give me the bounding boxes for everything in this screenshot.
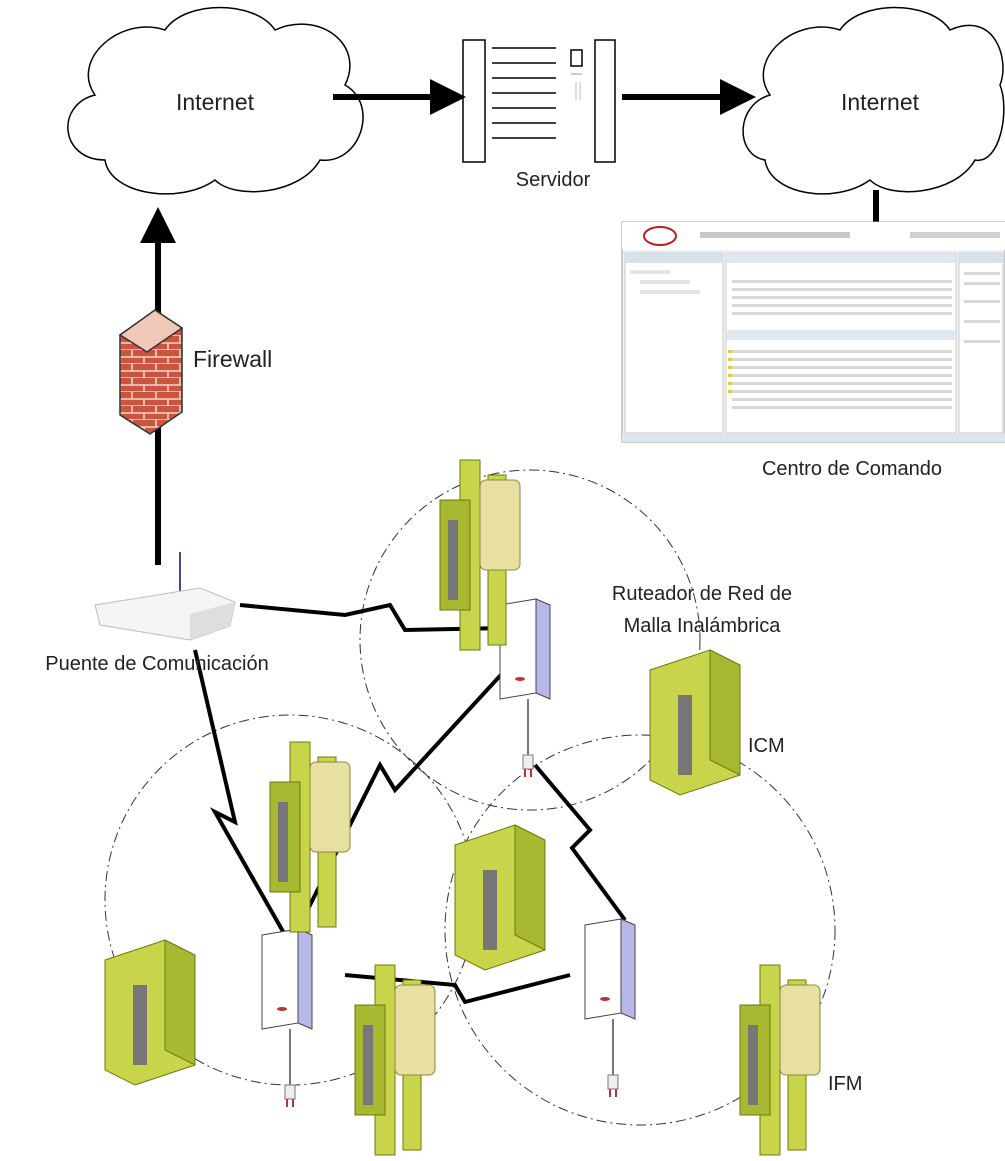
- ifm-module-bottom-center: [354, 964, 436, 1156]
- icm-label: ICM: [748, 735, 785, 757]
- internet-cloud-left: Internet: [67, 6, 364, 195]
- ifm-modules: IFM: [269, 459, 862, 1156]
- mesh-router-left: [261, 928, 313, 1107]
- coverage-circle-right: [444, 734, 836, 1126]
- mesh-router-right: [584, 918, 636, 1097]
- icm-modules: ICM: [104, 649, 785, 1086]
- mesh-router-top: [499, 598, 551, 777]
- firewall-icon: Firewall: [118, 309, 272, 435]
- router-label-line1: Ruteador de Red de: [612, 583, 792, 605]
- command-center-screen: Centro de Comando: [621, 221, 1005, 480]
- icm-module-left: [104, 939, 196, 1086]
- internet-cloud-right: Internet: [742, 6, 1005, 195]
- puente-label: Puente de Comunicación: [45, 653, 268, 675]
- centro-label: Centro de Comando: [762, 458, 942, 480]
- icm-module-center: [454, 824, 546, 971]
- router-label: Ruteador de Red de Malla Inalámbrica: [612, 583, 792, 637]
- internet-left-label: Internet: [176, 89, 255, 115]
- servidor-label: Servidor: [516, 169, 591, 191]
- mesh-routers: [261, 598, 636, 1107]
- server-icon: Servidor: [462, 39, 616, 191]
- link-router-top-router-right: [533, 763, 627, 922]
- internet-right-label: Internet: [841, 89, 920, 115]
- ifm-label: IFM: [828, 1073, 862, 1095]
- link-bridge-router-top: [239, 602, 506, 633]
- command-center-logo: [643, 226, 677, 246]
- ifm-module-bottom-right: [739, 964, 821, 1156]
- bridge-device: Puente de Comunicación: [45, 552, 269, 675]
- link-bridge-router-left: [193, 649, 287, 936]
- ifm-module-mid-left: [269, 741, 351, 933]
- firewall-label: Firewall: [193, 346, 272, 372]
- icm-module-right: [649, 649, 741, 796]
- coverage-circle-top: [359, 469, 701, 811]
- link-router-left-router-right: [344, 973, 571, 1005]
- router-label-line2: Malla Inalámbrica: [624, 615, 782, 637]
- ifm-module-top: [439, 459, 521, 651]
